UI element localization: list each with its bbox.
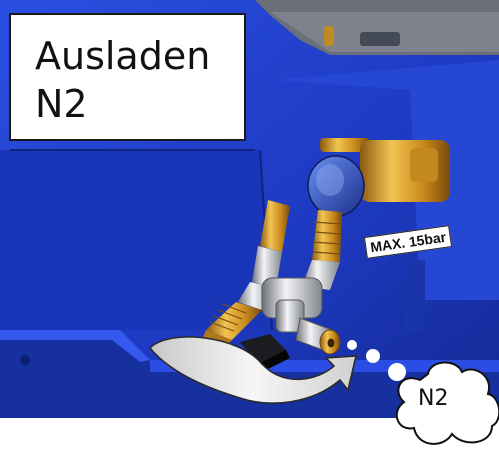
bubble-medium	[366, 349, 380, 363]
title-line-1: Ausladen	[35, 37, 210, 75]
title-line-2: N2	[35, 85, 88, 123]
cloud-label: N2	[418, 386, 448, 411]
title-box: Ausladen N2	[9, 13, 246, 141]
bubble-small	[347, 340, 357, 350]
bubble-large	[388, 363, 406, 381]
